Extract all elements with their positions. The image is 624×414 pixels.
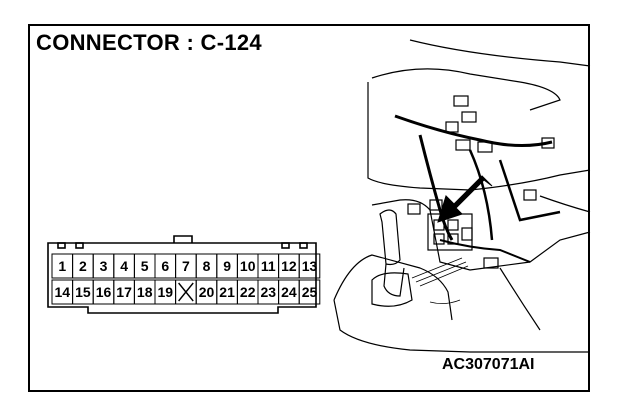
pin-label: 16: [96, 284, 112, 300]
pin-label: 21: [219, 284, 235, 300]
pin-label: 2: [79, 258, 87, 274]
pin-label: 25: [302, 284, 318, 300]
pin-label: 8: [203, 258, 211, 274]
pin-label: 20: [199, 284, 215, 300]
pin-label: 22: [240, 284, 256, 300]
pin-label: 23: [261, 284, 277, 300]
pin-label: 19: [158, 284, 174, 300]
location-arrow: [437, 175, 493, 223]
pin-label: 13: [302, 258, 318, 274]
pin-label: 10: [240, 258, 256, 274]
connector-face: [47, 235, 317, 314]
pin-label: 18: [137, 284, 153, 300]
pin-label: 7: [182, 258, 190, 274]
pin-label: 5: [141, 258, 149, 274]
empty-pin-mark: [178, 282, 194, 302]
pin-label: 12: [281, 258, 297, 274]
pin-cell: [298, 253, 321, 279]
pin-label: 11: [261, 258, 276, 274]
diagram-frame: [28, 24, 590, 392]
pin-label: 3: [100, 258, 108, 274]
pin-label: 1: [58, 258, 66, 274]
pin-label: 4: [120, 258, 128, 274]
pin-label: 15: [75, 284, 91, 300]
connector-title: CONNECTOR : C-124: [36, 30, 262, 55]
pin-label: 24: [281, 284, 297, 300]
figure-id: AC307071AI: [442, 356, 535, 373]
pin-cell: [298, 279, 321, 305]
pin-label: 14: [55, 284, 71, 300]
pin-label: 6: [161, 258, 169, 274]
pin-label: 17: [116, 284, 132, 300]
pin-label: 9: [223, 258, 231, 274]
